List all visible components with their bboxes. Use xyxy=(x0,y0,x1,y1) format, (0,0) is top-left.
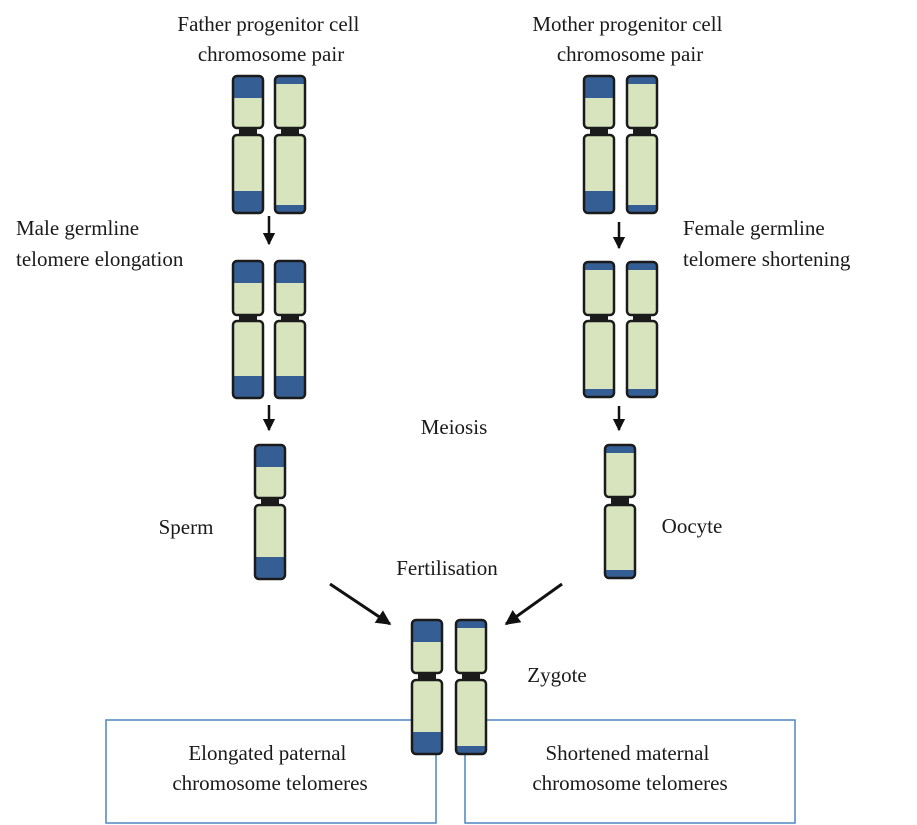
sperm-fertilisation-arrow xyxy=(329,582,392,626)
oocyte-label: Oocyte xyxy=(662,514,723,538)
shortened-chromosome-b-lower-arm xyxy=(627,321,657,397)
father-title-line1: Father progenitor cell xyxy=(177,12,359,36)
elongated-chromosome-b xyxy=(273,259,307,400)
shortened-chromosome-b-lower-arm-telomere xyxy=(627,389,657,397)
zygote-maternal-chromosome-lower-arm-telomere xyxy=(456,746,486,754)
zygote-paternal-chromosome-lower-arm-telomere xyxy=(412,732,442,754)
elongated-chromosome-b-upper-arm-telomere xyxy=(275,261,305,283)
fertilisation-label: Fertilisation xyxy=(396,556,498,580)
shortened-chromosome-a-centromere xyxy=(590,314,608,322)
shortened-chromosome-b-upper-arm xyxy=(627,262,657,315)
male-label-line2: telomere elongation xyxy=(16,247,184,271)
shortened-chromosome-b-upper-arm-telomere xyxy=(627,262,657,270)
sperm-chromosome-upper-arm-telomere xyxy=(255,445,285,467)
father-chromosome-b-upper-arm xyxy=(275,76,305,128)
maternal-box-line2: chromosome telomeres xyxy=(532,771,727,795)
mother-chromosome-a xyxy=(582,74,616,215)
shortened-chromosome-a-upper-arm-telomere xyxy=(584,262,614,270)
sperm-chromosome xyxy=(253,443,287,581)
shortened-chromosome-a-lower-arm xyxy=(584,321,614,397)
shortened-chromosome-b xyxy=(625,260,659,399)
father-title-line2: chromosome pair xyxy=(198,42,344,66)
father-title: Father progenitor cell chromosome pair xyxy=(177,12,364,66)
mother-chromosome-b-lower-arm-telomere xyxy=(627,205,657,213)
shortened-chromosome-a xyxy=(582,260,616,399)
paternal-box-line1: Elongated paternal xyxy=(188,741,346,765)
maternal-telomeres-box xyxy=(464,719,796,824)
oocyte-chromosome-lower-arm xyxy=(605,505,635,578)
oocyte-chromosome-upper-arm-telomere xyxy=(605,445,635,453)
father-chromosome-a-upper-arm-telomere xyxy=(233,76,263,98)
father-chromosome-a xyxy=(231,74,265,215)
zygote-paternal-chromosome xyxy=(410,618,444,756)
mother-chromosome-a-upper-arm-telomere xyxy=(584,76,614,98)
elongated-chromosome-a-upper-arm-telomere xyxy=(233,261,263,283)
mother-chromosome-b-centromere xyxy=(633,127,651,136)
oocyte-fertilisation-arrow xyxy=(504,582,563,626)
shortened-chromosome-a-lower-arm-telomere xyxy=(584,389,614,397)
mother-chromosome-b-lower-arm xyxy=(627,135,657,213)
zygote-maternal-chromosome xyxy=(454,618,488,756)
mother-chromosome-b-upper-arm xyxy=(627,76,657,128)
paternal-box-line2: chromosome telomeres xyxy=(172,771,367,795)
zygote-maternal-chromosome-upper-arm-telomere xyxy=(456,620,486,628)
sperm-chromosome-centromere xyxy=(261,497,279,506)
maternal-box-text: Shortened maternal chromosome telomeres xyxy=(532,741,727,795)
zygote-paternal-chromosome-upper-arm-telomere xyxy=(412,620,442,642)
paternal-telomeres-box xyxy=(105,719,437,824)
zygote-maternal-chromosome-lower-arm xyxy=(456,680,486,754)
zygote-label: Zygote xyxy=(527,663,586,687)
father-chromosome-b-lower-arm xyxy=(275,135,305,213)
father-chromosome-b xyxy=(273,74,307,215)
meiosis-label: Meiosis xyxy=(421,415,488,439)
female-label-line2: telomere shortening xyxy=(683,247,851,271)
mother-chromosome-a-centromere xyxy=(590,127,608,136)
female-germline-label: Female germline telomere shortening xyxy=(683,216,851,271)
male-label-line1: Male germline xyxy=(16,216,139,240)
father-chromosome-b-lower-arm-telomere xyxy=(275,205,305,213)
oocyte-chromosome xyxy=(603,443,637,580)
zygote-maternal-chromosome-centromere xyxy=(462,672,480,681)
father-chromosome-b-centromere xyxy=(281,127,299,136)
sperm-label: Sperm xyxy=(159,515,214,539)
maternal-box-line1: Shortened maternal xyxy=(545,741,709,765)
father-chromosome-a-centromere xyxy=(239,127,257,136)
female-label-line1: Female germline xyxy=(683,216,825,240)
oocyte-chromosome-centromere xyxy=(611,496,629,506)
father-chromosome-b-upper-arm-telomere xyxy=(275,76,305,84)
elongated-chromosome-a xyxy=(231,259,265,400)
male-germline-label: Male germline telomere elongation xyxy=(16,216,184,271)
paternal-box-text: Elongated paternal chromosome telomeres xyxy=(172,741,367,795)
elongated-chromosome-b-centromere xyxy=(281,314,299,322)
mother-title-line2: chromosome pair xyxy=(557,42,703,66)
mother-chromosome-b xyxy=(625,74,659,215)
elongated-chromosome-b-lower-arm-telomere xyxy=(275,376,305,398)
mother-chromosome-b-upper-arm-telomere xyxy=(627,76,657,84)
shortened-chromosome-a-upper-arm xyxy=(584,262,614,315)
mother-title-line1: Mother progenitor cell xyxy=(532,12,722,36)
zygote-maternal-chromosome-upper-arm xyxy=(456,620,486,673)
mother-title: Mother progenitor cell chromosome pair xyxy=(532,12,727,66)
mother-chromosome-a-lower-arm-telomere xyxy=(584,191,614,213)
oocyte-chromosome-upper-arm xyxy=(605,445,635,497)
elongated-chromosome-a-centromere xyxy=(239,314,257,322)
father-chromosome-a-lower-arm-telomere xyxy=(233,191,263,213)
elongated-chromosome-a-lower-arm-telomere xyxy=(233,376,263,398)
sperm-chromosome-lower-arm-telomere xyxy=(255,557,285,579)
oocyte-chromosome-lower-arm-telomere xyxy=(605,570,635,578)
shortened-chromosome-b-centromere xyxy=(633,314,651,322)
zygote-paternal-chromosome-centromere xyxy=(418,672,436,681)
